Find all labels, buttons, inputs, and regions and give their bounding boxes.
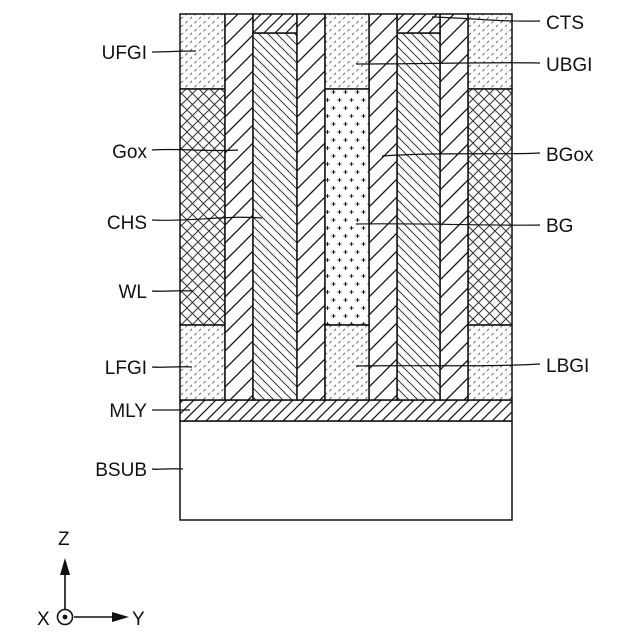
label-bgox: BGox — [546, 145, 594, 166]
leader-wl — [152, 291, 193, 292]
lbgi-region — [325, 325, 369, 400]
bg-region — [325, 89, 369, 325]
mly-region — [180, 400, 512, 421]
left-labels: UFGI Gox CHS WL LFGI MLY BSUB — [95, 43, 147, 481]
ubgi-region — [325, 14, 369, 89]
label-lbgi: LBGI — [546, 356, 589, 377]
label-bg: BG — [546, 216, 573, 237]
y-axis-arrowhead — [112, 612, 129, 622]
label-chs: CHS — [107, 213, 147, 234]
structure — [180, 14, 512, 520]
x-axis-dot — [63, 615, 68, 620]
wl-left — [180, 89, 225, 325]
axis-label-x: X — [37, 609, 50, 630]
z-axis-arrowhead — [60, 558, 70, 575]
label-lfgi: LFGI — [105, 358, 147, 379]
label-gox: Gox — [112, 142, 147, 163]
axis-indicator — [58, 558, 130, 625]
bgox-right — [369, 14, 397, 400]
leader-lfgi — [152, 367, 192, 368]
chs-left — [253, 33, 297, 400]
leader-bsub — [152, 469, 183, 470]
right-labels: CTS UBGI BGox BG LBGI — [546, 13, 594, 377]
chs-right — [397, 33, 440, 400]
bgox-left — [297, 14, 325, 400]
label-cts: CTS — [546, 13, 584, 34]
lfgi-right — [468, 325, 512, 400]
label-bsub: BSUB — [95, 460, 147, 481]
gox-right — [440, 14, 468, 400]
ufgi-right — [468, 14, 512, 89]
label-ubgi: UBGI — [546, 55, 592, 76]
gox-left — [225, 14, 253, 400]
bsub-region — [180, 421, 512, 520]
label-ufgi: UFGI — [102, 43, 147, 64]
label-wl: WL — [119, 282, 148, 303]
axis-label-y: Y — [132, 609, 145, 630]
lfgi-left — [180, 325, 225, 400]
wl-right — [468, 89, 512, 325]
axis-label-z: Z — [58, 529, 70, 550]
cts-left — [253, 14, 297, 33]
label-mly: MLY — [109, 401, 147, 422]
